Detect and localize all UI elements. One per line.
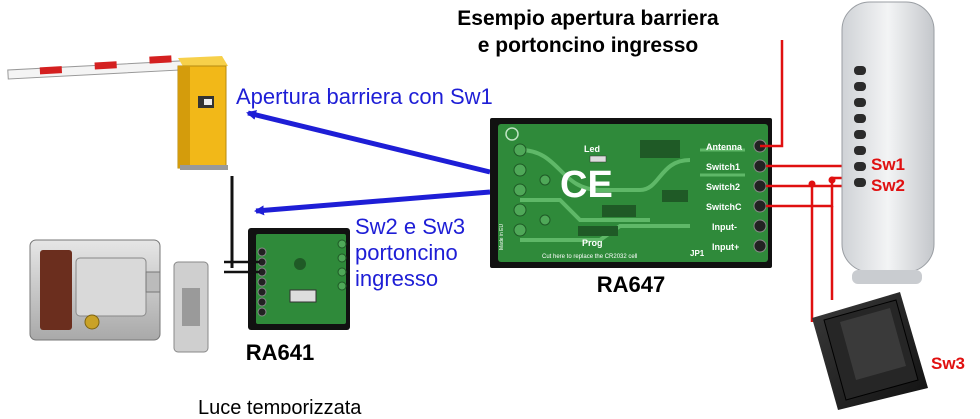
pin-antenna: Antenna: [706, 142, 743, 152]
pin-switch1: Switch1: [706, 162, 740, 172]
ra641-board: [224, 176, 350, 330]
barrier-gate-image: [7, 55, 228, 170]
pin-input-plus: Input+: [712, 242, 739, 252]
pin-switch2: Switch2: [706, 182, 740, 192]
sw1-label: Sw1: [871, 155, 905, 174]
sw2-label: Sw2: [871, 176, 905, 195]
bottom-caption: Luce temporizzata: [198, 397, 362, 414]
title-line2: e portoncino ingresso: [478, 34, 699, 57]
electric-lock-image: [29, 239, 209, 353]
rocker-switch-image: [812, 292, 928, 410]
pin-input-minus: Input-: [712, 222, 737, 232]
ra641-label: RA641: [246, 340, 314, 365]
arrow-to-barrier: [246, 110, 491, 175]
board-cut-note: Cut here to replace the CR2032 cell: [542, 254, 637, 260]
ra647-label: RA647: [597, 272, 665, 297]
board-prog-label: Prog: [582, 238, 603, 248]
ra647-board: Led CE Prog Cut here to replace the CR20…: [490, 118, 772, 268]
arrow-to-door: [254, 189, 491, 216]
barrier-caption: Apertura barriera con Sw1: [236, 84, 493, 109]
door-caption-line2: portoncino: [355, 240, 458, 265]
board-made-in: Made in EU: [499, 223, 505, 250]
door-caption-line3: ingresso: [355, 266, 438, 291]
board-jp1-label: JP1: [690, 249, 705, 258]
board-pin-column: Antenna Switch1 Switch2 SwitchC Input- I…: [706, 139, 767, 253]
board-ce-mark: CE: [560, 164, 613, 206]
title-line1: Esempio apertura barriera: [457, 7, 719, 30]
intercom-handset-image: [841, 1, 935, 284]
sw3-label: Sw3: [931, 354, 965, 373]
door-caption-line1: Sw2 e Sw3: [355, 214, 465, 239]
board-led-label: Led: [584, 144, 600, 154]
pin-switchc: SwitchC: [706, 202, 742, 212]
